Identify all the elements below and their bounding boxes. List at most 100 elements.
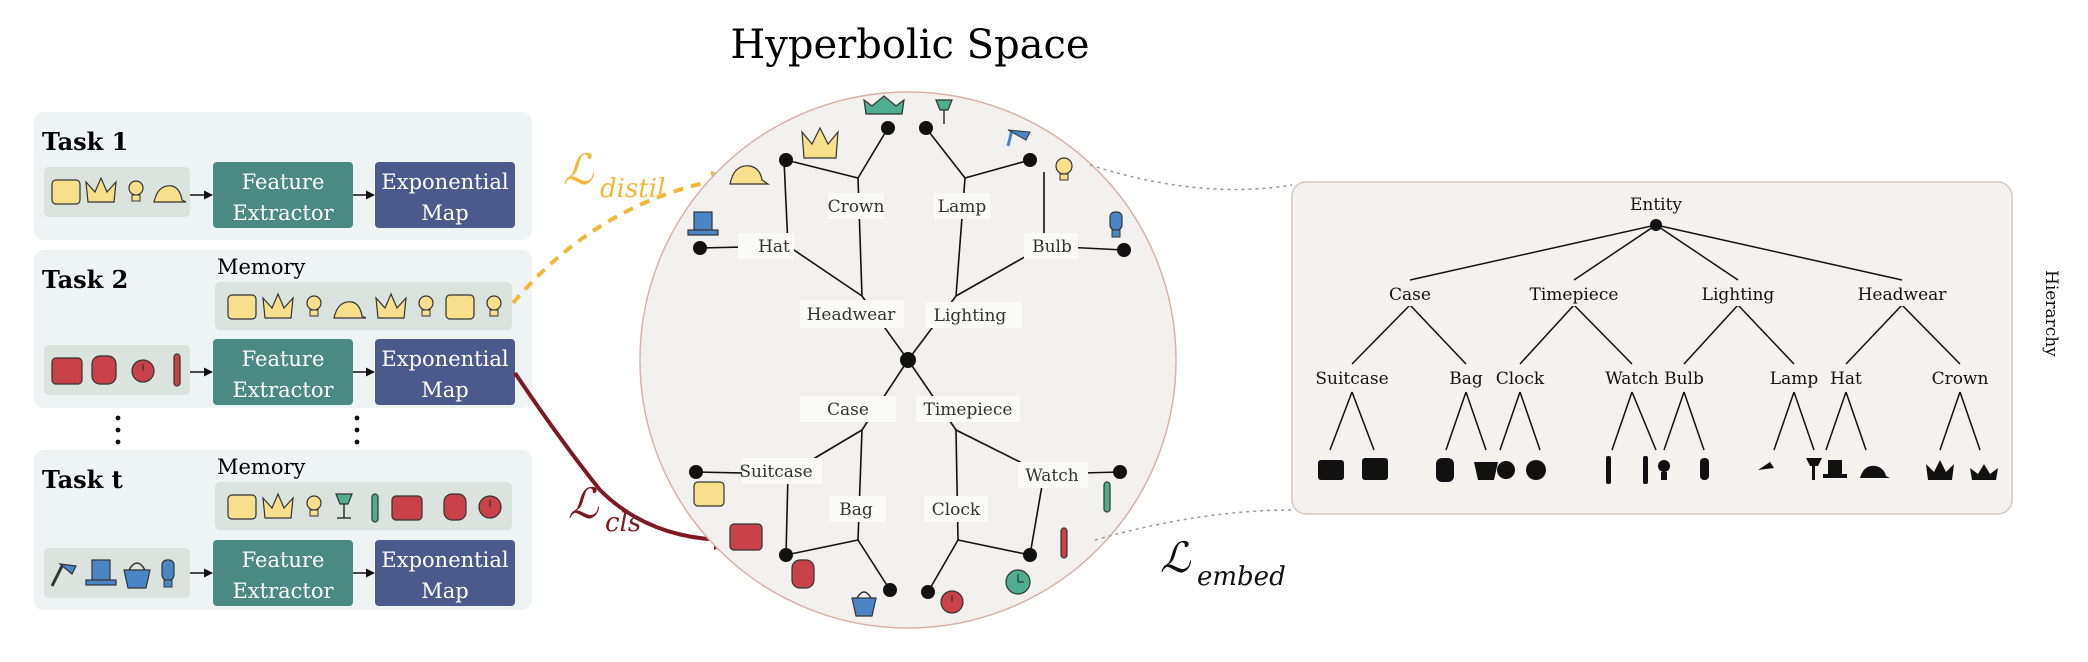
spiral-bulb-icon	[1700, 458, 1709, 480]
disk-label-bag: Bag	[839, 500, 873, 520]
backpack-icon	[443, 493, 467, 521]
watch-icon	[173, 353, 181, 387]
watch-icon	[1643, 456, 1648, 484]
suitcase-icon	[1362, 458, 1388, 480]
tree-label-hat: Hat	[1830, 369, 1862, 389]
backpack-icon	[791, 559, 815, 589]
tree-level1-labels: Case Timepiece Lighting Headwear	[1380, 282, 1950, 306]
watch-icon	[1060, 527, 1068, 559]
diagram-title: Hyperbolic Space	[730, 22, 1089, 68]
crown-icon	[262, 492, 294, 519]
task-2-exponential-map	[375, 339, 515, 405]
crown-icon	[1970, 464, 1998, 480]
disk-label-case: Case	[827, 400, 869, 420]
exponential-map-line1: Exponential	[381, 548, 508, 572]
task-1-input-strip	[44, 167, 190, 217]
suitcase-icon	[227, 494, 257, 520]
cap-icon	[1860, 465, 1890, 478]
hierarchy-label: Hierarchy	[2041, 270, 2061, 357]
wall-clock-icon	[1526, 460, 1546, 480]
task-1-exponential-map	[375, 162, 515, 228]
suitcase-icon	[51, 179, 81, 205]
wall-clock-icon	[1005, 569, 1031, 595]
exponential-map-line2: Map	[421, 201, 468, 225]
feature-extractor-line2: Extractor	[232, 201, 334, 225]
watch-icon	[371, 493, 379, 523]
crown-icon	[262, 292, 294, 319]
exponential-map-line2: Map	[421, 378, 468, 402]
svg-text:cls: cls	[605, 508, 641, 538]
tree-root-label: Entity	[1630, 195, 1682, 215]
loss-embed-label: ℒ embed	[1160, 533, 1286, 592]
watch-icon	[1103, 481, 1111, 513]
ellipsis-left	[115, 415, 121, 445]
basket-icon	[851, 591, 877, 617]
task-2-label: Task 2	[42, 265, 128, 294]
task-t-input-strip	[44, 548, 190, 598]
crown-icon	[1926, 460, 1954, 480]
crown-icon	[863, 95, 905, 115]
disk-label-backgrounds	[738, 193, 1088, 522]
tree-label-timepiece: Timepiece	[1530, 285, 1619, 305]
tree-label-lamp: Lamp	[1770, 369, 1819, 389]
disk-label-lighting: Lighting	[934, 306, 1007, 326]
feature-extractor-line2: Extractor	[232, 378, 334, 402]
alarm-clock-icon	[478, 495, 502, 519]
desk-lamp-icon	[50, 563, 77, 587]
connector-top	[1089, 164, 1293, 191]
task-2-images	[51, 353, 181, 387]
desk-lamp-icon	[1006, 129, 1031, 147]
bulb-icon	[486, 295, 502, 317]
cap-icon	[333, 301, 367, 319]
hierarchy-panel	[1291, 181, 2013, 515]
tree-label-case: Case	[1389, 285, 1431, 305]
disk-label-suitcase: Suitcase	[739, 462, 812, 482]
basket-icon	[1474, 462, 1498, 480]
tree-label-bulb: Bulb	[1664, 369, 1704, 389]
svg-text:ℒ: ℒ	[568, 479, 599, 528]
backpack-icon	[1436, 458, 1454, 482]
crown-icon	[85, 176, 117, 203]
task-t-images	[50, 559, 175, 589]
exponential-map-line1: Exponential	[381, 347, 508, 371]
spiral-bulb-icon	[161, 559, 175, 588]
task-t-exponential-map	[375, 540, 515, 606]
basket-icon	[123, 562, 151, 589]
cap-icon	[729, 165, 770, 185]
top-hat-icon	[85, 559, 117, 586]
top-hat-icon	[687, 211, 719, 236]
disk-label-crown: Crown	[828, 197, 885, 217]
ellipsis-right	[354, 415, 360, 445]
exponential-map-line2: Map	[421, 579, 468, 603]
desk-lamp-icon	[1758, 462, 1774, 470]
svg-text:distil: distil	[600, 174, 665, 204]
svg-text:embed: embed	[1197, 562, 1286, 592]
red-suitcase-icon	[391, 495, 423, 521]
feature-extractor-line2: Extractor	[232, 579, 334, 603]
task-t-memory-label: Memory	[217, 455, 306, 479]
tree-label-bag: Bag	[1449, 369, 1483, 389]
lamp-icon	[935, 99, 953, 124]
task-t-label: Task t	[42, 465, 123, 494]
lamp-icon	[1806, 458, 1822, 480]
disk-label-timepiece: Timepiece	[924, 400, 1013, 420]
feature-extractor-line1: Feature	[242, 548, 325, 572]
tree-label-watch: Watch	[1605, 369, 1658, 389]
bulb-icon	[306, 495, 322, 517]
tree-edges	[1329, 224, 1981, 451]
alarm-clock-icon	[131, 359, 155, 383]
suitcase-icon	[445, 294, 475, 320]
task-2-feature-extractor	[213, 339, 353, 405]
tree-leaf-icons	[1318, 456, 1998, 484]
watch-icon	[1606, 456, 1611, 484]
tree-label-suitcase: Suitcase	[1315, 369, 1388, 389]
backpack-icon	[91, 355, 117, 385]
task-t-memory-images	[227, 492, 502, 523]
suitcase-icon	[227, 294, 257, 320]
red-suitcase-icon	[51, 357, 83, 385]
loss-distil-label: ℒ distil	[563, 145, 665, 204]
lamp-icon	[335, 493, 353, 519]
bulb-icon	[1055, 157, 1073, 181]
svg-text:ℒ: ℒ	[1160, 533, 1191, 582]
